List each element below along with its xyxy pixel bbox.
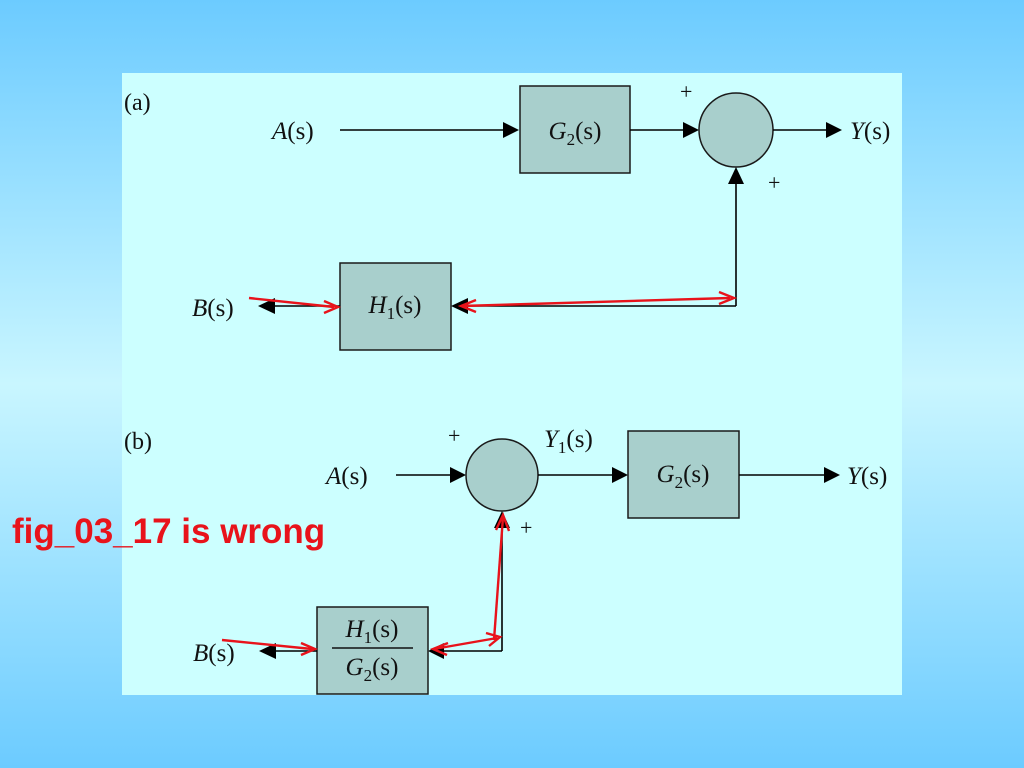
panel-b-summing-junction (465, 438, 539, 512)
panel-b-sign-left: + (448, 423, 460, 448)
panel-b-ratio-denominator: G2(s) (346, 654, 399, 685)
panel-a-arrowhead-y (826, 122, 842, 138)
panel-a-g2-block (519, 85, 631, 174)
panel-a-sign-top: + (680, 79, 692, 104)
wrong-figure-note: fig_03_17 is wrong (12, 512, 326, 551)
panel-b-arrowhead-sum-in (450, 467, 466, 483)
panel-b-g2-block (627, 430, 740, 519)
panel-a-g2-label: G2(s) (549, 118, 602, 149)
panel-b-input-a-label: A(s) (324, 463, 368, 490)
panel-b-arrowhead-b (259, 643, 276, 659)
panel-a-sign-bottom: + (768, 170, 780, 195)
panel-a-red-arrowhead-left (457, 298, 477, 314)
panel-a-red-arrow-b-to-h1 (248, 296, 335, 309)
figure-panel (122, 73, 902, 695)
panel-b-ratio-numerator: H1(s) (345, 616, 399, 647)
panel-b-red-arrowhead-left (429, 641, 449, 657)
panel-a-red-arrowhead-h1 (323, 299, 342, 315)
panel-b-label: (b) (124, 429, 152, 455)
panel-b-red-arrow-b-to-ratio (221, 638, 313, 651)
panel-b-ratio-block (316, 606, 429, 695)
panel-b-red-arrowhead-up (494, 511, 511, 532)
panel-a-summing-junction (698, 92, 774, 168)
panel-a-h1-block (339, 262, 452, 351)
panel-b-output-y-label: Y(s) (847, 463, 887, 490)
panel-a-arrowhead-sum-bottom (728, 167, 744, 184)
panel-a-red-arrow-h1-to-sum (461, 296, 731, 308)
panel-a-red-arrowhead-right (718, 290, 738, 306)
panel-b-output-b-label: B(s) (193, 640, 235, 667)
panel-b-red-arrow-ratio-to-corner (433, 636, 498, 651)
panel-a-arrowhead-g2-in (503, 122, 519, 138)
panel-a-arrowhead-b (258, 298, 275, 314)
panel-b-sign-bottom: + (520, 515, 532, 540)
panel-b-red-arrowhead-corner (485, 631, 503, 647)
panel-a-arrowhead-sum-in (683, 122, 699, 138)
panel-b-y1-label: Y1(s) (544, 426, 593, 457)
panel-a-output-y-label: Y(s) (850, 118, 890, 145)
panel-b-red-arrowhead-ratio (300, 641, 319, 657)
panel-b-arrowhead-g2-in (612, 467, 628, 483)
panel-a-label: (a) (124, 90, 151, 116)
panel-a-input-a-label: A(s) (270, 118, 314, 145)
panel-b-red-arrow-up (492, 516, 505, 641)
panel-a-output-b-label: B(s) (192, 295, 234, 322)
panel-a-h1-label: H1(s) (368, 292, 422, 323)
panel-b-arrowhead-y (824, 467, 840, 483)
panel-b-g2-label: G2(s) (657, 461, 710, 492)
